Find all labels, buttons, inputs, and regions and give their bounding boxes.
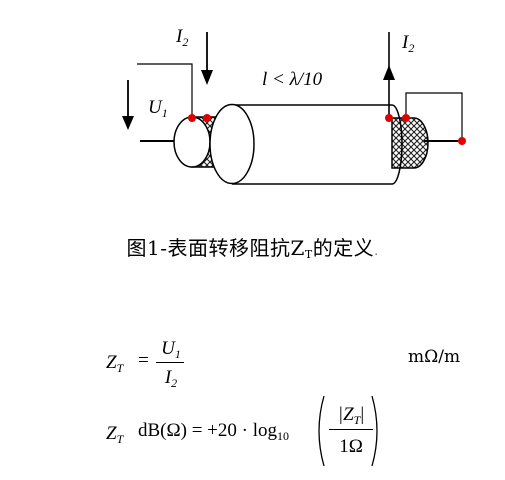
arrow-down-u1 [122, 116, 134, 130]
label-length: l < λ/10 [262, 69, 323, 90]
terminal-dot [188, 114, 196, 122]
eq2-lhs: ZT [106, 423, 124, 446]
eq1-unit: mΩ/m [408, 347, 461, 367]
terminal-dot [402, 114, 410, 122]
eq1-equals: = [138, 350, 149, 371]
figure-caption: 图1-表面转移阻抗ZT的定义. [126, 236, 379, 261]
eq1-lhs: ZT [106, 352, 124, 375]
u1-bracket [137, 63, 193, 118]
arrow-up-right [383, 65, 395, 80]
eq2-fraction-bar [329, 429, 373, 430]
eq1-denominator: I2 [164, 367, 178, 390]
eq1-numerator: U1 [161, 338, 181, 361]
eq2-denominator: 1Ω [339, 436, 363, 457]
eq2-parentheses [318, 395, 378, 467]
label-i2-left: I2 [176, 26, 189, 49]
cable-jacket [232, 105, 392, 184]
label-u1: U1 [148, 97, 168, 120]
right-bracket [405, 92, 463, 141]
arrow-down-left [201, 70, 213, 85]
braid-left-end [173, 116, 211, 168]
terminal-dot [203, 114, 211, 122]
eq2-numerator: |ZT| [337, 404, 365, 427]
cable-jacket-end [209, 103, 255, 185]
label-i2-right: I2 [402, 32, 415, 55]
braid-right [391, 117, 429, 169]
terminal-dot [385, 114, 393, 122]
eq2-expression: dB(Ω) = +20 · log10 [138, 420, 289, 443]
transfer-impedance-diagram [122, 32, 466, 185]
terminal-dot [458, 137, 466, 145]
eq1-fraction-bar [156, 362, 184, 363]
